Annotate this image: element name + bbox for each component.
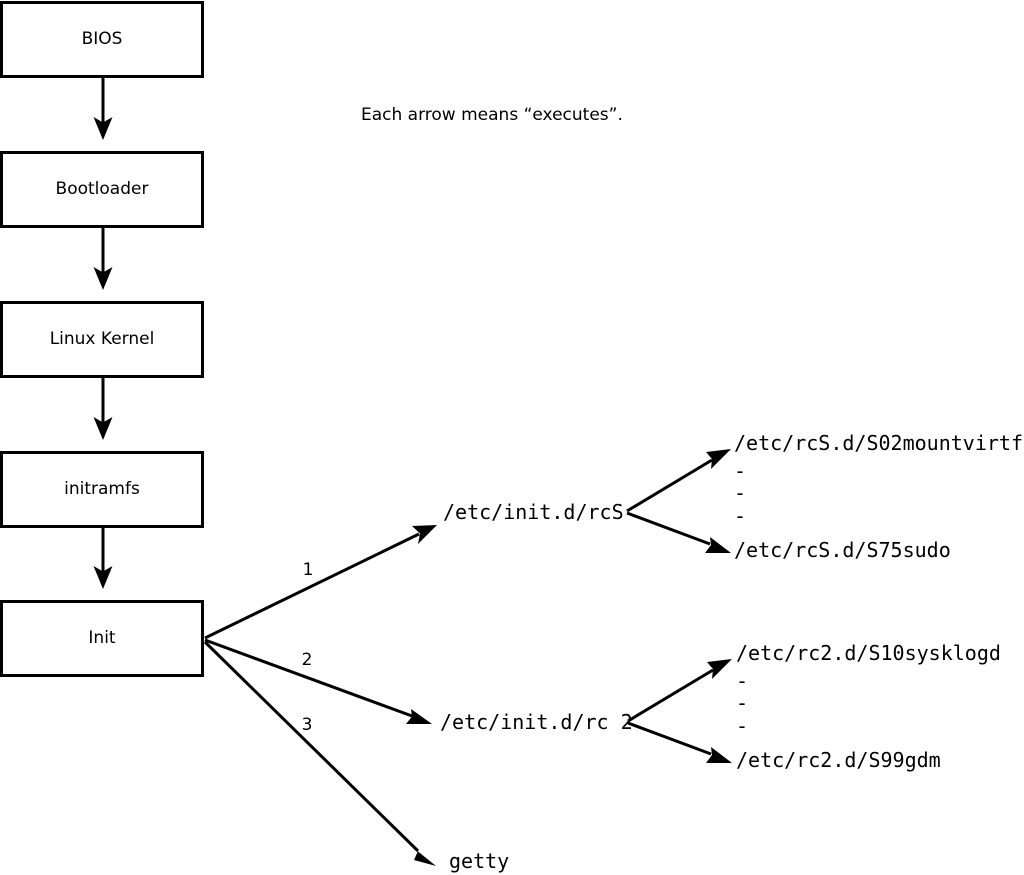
edge-init-to-getty-line — [203, 640, 420, 853]
label-getty[interactable]: getty — [449, 849, 509, 873]
node-bootloader-box[interactable] — [0, 151, 204, 228]
node-init-box[interactable] — [0, 600, 204, 677]
node-bios-box[interactable] — [0, 1, 204, 78]
edge-label-3: 3 — [302, 715, 313, 735]
edge-label-1: 1 — [303, 560, 314, 580]
node-linux-kernel-label: Linux Kernel — [50, 329, 155, 349]
edge-rcs-to-s02mountvirtfs — [626, 449, 731, 513]
edge-rc2-to-s10sysklogd-line — [627, 668, 714, 723]
label-rc2-last-script[interactable]: /etc/rc2.d/S99gdm — [736, 748, 941, 772]
diagram-caption: Each arrow means “executes”. — [361, 105, 623, 125]
edge-rcs-to-s75sudo-line — [626, 511, 711, 546]
edge-rcs-to-s75sudo — [626, 511, 731, 553]
node-bios-label: BIOS — [82, 29, 123, 49]
edge-rc2-to-s99gdm — [627, 721, 732, 763]
node-initramfs-box[interactable] — [0, 451, 204, 528]
label-rc2-ellipsis-dash-1: - — [736, 669, 748, 693]
label-rcs-last-script[interactable]: /etc/rcS.d/S75sudo — [734, 538, 951, 562]
edge-init-to-rcs-line — [204, 532, 420, 640]
arrow-head-icon — [410, 845, 436, 866]
node-linux-kernel-box[interactable] — [0, 301, 204, 378]
edge-bootloader-to-kernel — [93, 227, 113, 290]
label-rcs-ellipsis-dash-1: - — [734, 459, 746, 483]
node-initramfs-label: initramfs — [64, 479, 140, 499]
label-rcs-first-script[interactable]: /etc/rcS.d/S02mountvirtfs — [734, 431, 1024, 455]
label-rcs-ellipsis-dash-3: - — [734, 504, 746, 528]
node-bootloader-label: Bootloader — [56, 179, 149, 199]
edge-bios-to-bootloader — [93, 77, 113, 140]
arrow-head-icon — [406, 709, 432, 724]
label-rc2-first-script[interactable]: /etc/rc2.d/S10sysklogd — [736, 641, 1001, 665]
arrow-head-icon — [93, 417, 113, 440]
arrow-head-icon — [93, 566, 113, 589]
label-etc-init-d-rc2[interactable]: /etc/init.d/rc 2 — [440, 710, 633, 734]
edge-init-to-getty: 3 — [203, 640, 436, 866]
edge-init-to-rc2-line — [204, 638, 413, 718]
node-bootloader[interactable]: Bootloader — [0, 151, 204, 228]
node-initramfs[interactable]: initramfs — [0, 451, 204, 528]
edge-label-2: 2 — [302, 650, 313, 670]
edge-rc2-to-s10sysklogd — [627, 659, 732, 723]
arrow-head-icon — [705, 537, 731, 553]
arrow-head-icon — [707, 659, 732, 679]
arrow-head-icon — [93, 267, 113, 290]
arrow-head-icon — [706, 449, 731, 469]
node-bios[interactable]: BIOS — [0, 1, 204, 78]
edge-init-to-rcs: 1 — [204, 525, 437, 640]
node-init-label: Init — [88, 628, 116, 648]
edge-rc2-to-s99gdm-line — [627, 721, 712, 756]
edge-init-to-rc2: 2 — [204, 638, 432, 724]
node-linux-kernel[interactable]: Linux Kernel — [0, 301, 204, 378]
edge-initramfs-to-init — [93, 527, 113, 589]
node-init[interactable]: Init — [0, 600, 204, 677]
edge-rcs-to-s02mountvirtfs-line — [626, 458, 713, 513]
arrow-head-icon — [706, 747, 732, 763]
label-rc2-ellipsis-dash-2: - — [736, 691, 748, 715]
label-rc2-ellipsis-dash-3: - — [736, 714, 748, 738]
label-rcs-ellipsis-dash-2: - — [734, 481, 746, 505]
label-etc-init-d-rcs[interactable]: /etc/init.d/rcS — [443, 500, 624, 524]
edge-kernel-to-initramfs — [93, 377, 113, 440]
arrow-head-icon — [412, 525, 437, 544]
arrow-head-icon — [93, 117, 113, 140]
